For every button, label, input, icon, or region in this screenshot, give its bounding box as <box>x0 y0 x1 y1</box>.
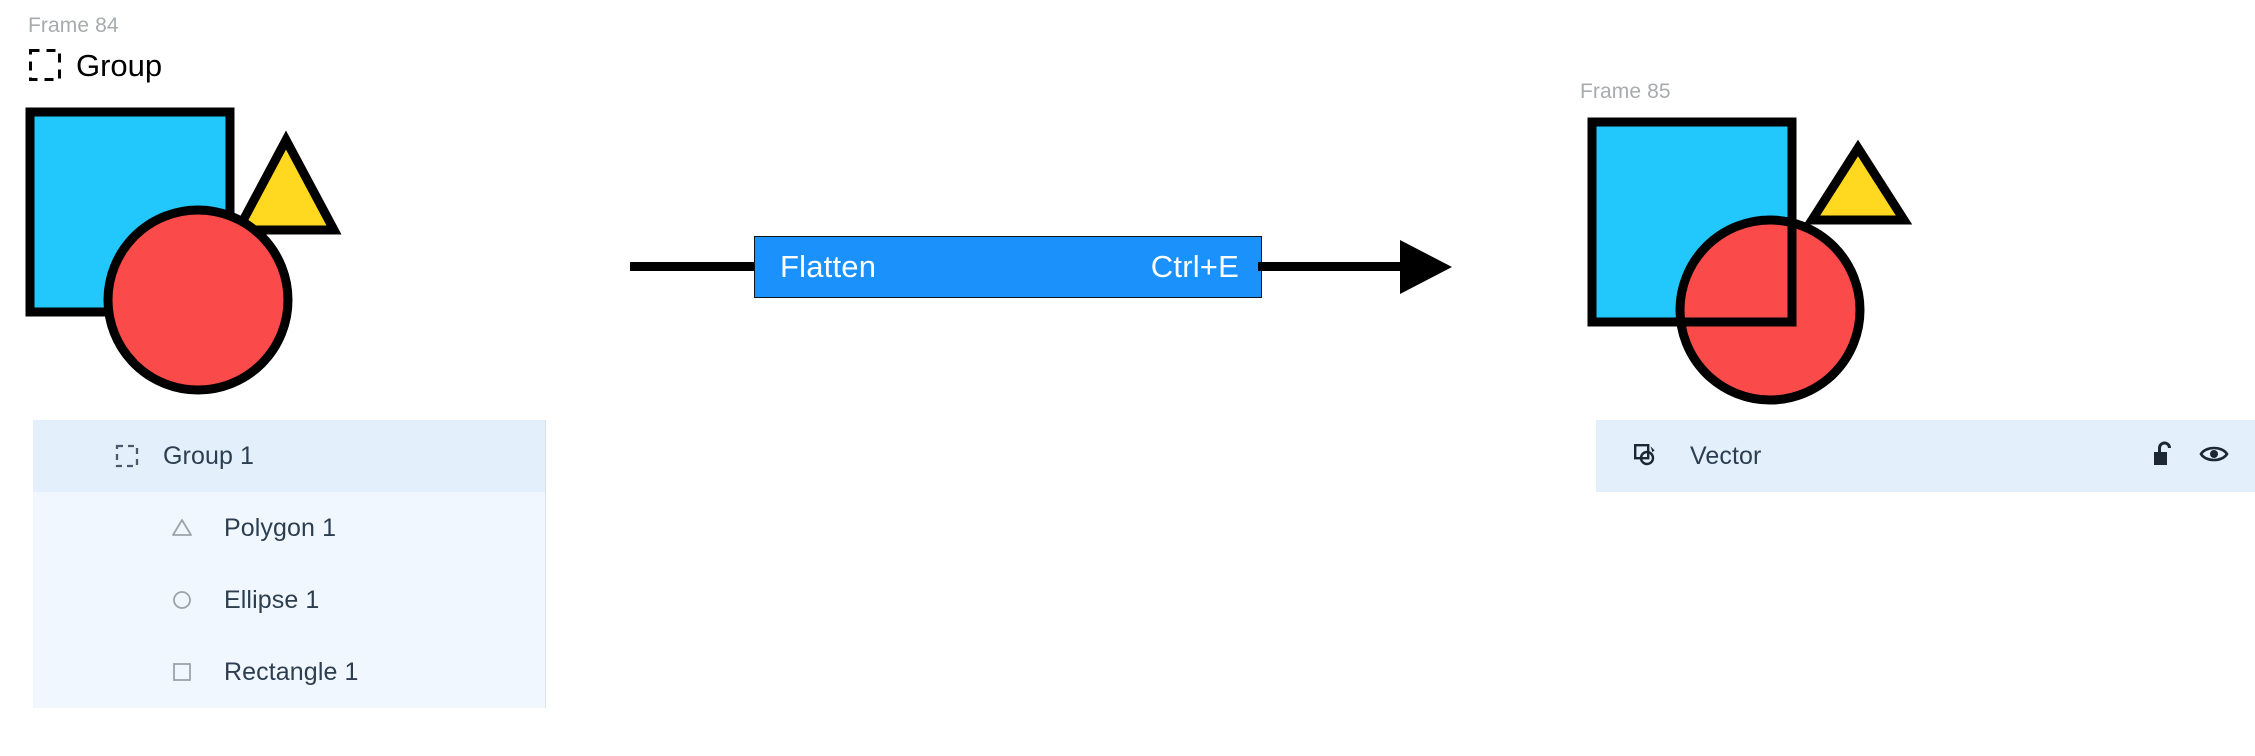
menu-item-label: Flatten <box>780 249 877 284</box>
layer-label: Rectangle 1 <box>224 657 359 686</box>
frame-label-after: Frame 85 <box>1580 80 1671 103</box>
arrow-shaft-right <box>1258 262 1418 271</box>
layer-row-rectangle-1[interactable]: Rectangle 1 <box>33 636 545 708</box>
layer-label: Vector <box>1690 441 1762 470</box>
shapes-before <box>18 100 378 400</box>
flatten-action-flow: Flatten Ctrl+E <box>630 236 1520 306</box>
shape-circle-after <box>1675 215 1865 405</box>
group-badge-label: Group <box>76 47 163 83</box>
layer-label: Ellipse 1 <box>224 585 320 614</box>
square-outline-icon <box>168 658 196 686</box>
shape-triangle-before <box>230 130 342 235</box>
layer-row-actions <box>2151 440 2229 473</box>
menu-item-shortcut: Ctrl+E <box>1150 249 1239 284</box>
layer-label: Group 1 <box>163 441 255 470</box>
shape-rectangle-outline-overlay <box>1587 117 1797 327</box>
layer-row-vector[interactable]: Vector <box>1596 420 2255 492</box>
frame-label-before: Frame 84 <box>28 14 119 37</box>
layers-panel-after[interactable]: Vector <box>1596 420 2255 492</box>
shapes-after <box>1580 110 1940 410</box>
circle-outline-icon <box>168 586 196 614</box>
shape-circle-before <box>103 205 293 395</box>
layers-panel-before[interactable]: Group 1 Polygon 1 Ellipse 1 <box>33 420 546 708</box>
arrow-shaft-left <box>630 262 758 271</box>
arrow-head-icon <box>1400 240 1452 294</box>
triangle-outline-icon <box>168 514 196 542</box>
group-dashed-icon <box>113 442 141 470</box>
vector-flatten-icon <box>1632 442 1660 470</box>
layer-row-ellipse-1[interactable]: Ellipse 1 <box>33 564 545 636</box>
shape-triangle-after <box>1803 139 1913 225</box>
layer-row-polygon-1[interactable]: Polygon 1 <box>33 492 545 564</box>
group-dashed-icon <box>28 48 62 82</box>
eye-icon[interactable] <box>2199 443 2229 470</box>
group-badge[interactable]: Group <box>28 48 162 82</box>
layer-label: Polygon 1 <box>224 513 337 542</box>
unlock-icon[interactable] <box>2151 440 2177 473</box>
layer-row-group-1[interactable]: Group 1 <box>33 420 545 492</box>
menu-item-flatten[interactable]: Flatten Ctrl+E <box>754 236 1262 298</box>
